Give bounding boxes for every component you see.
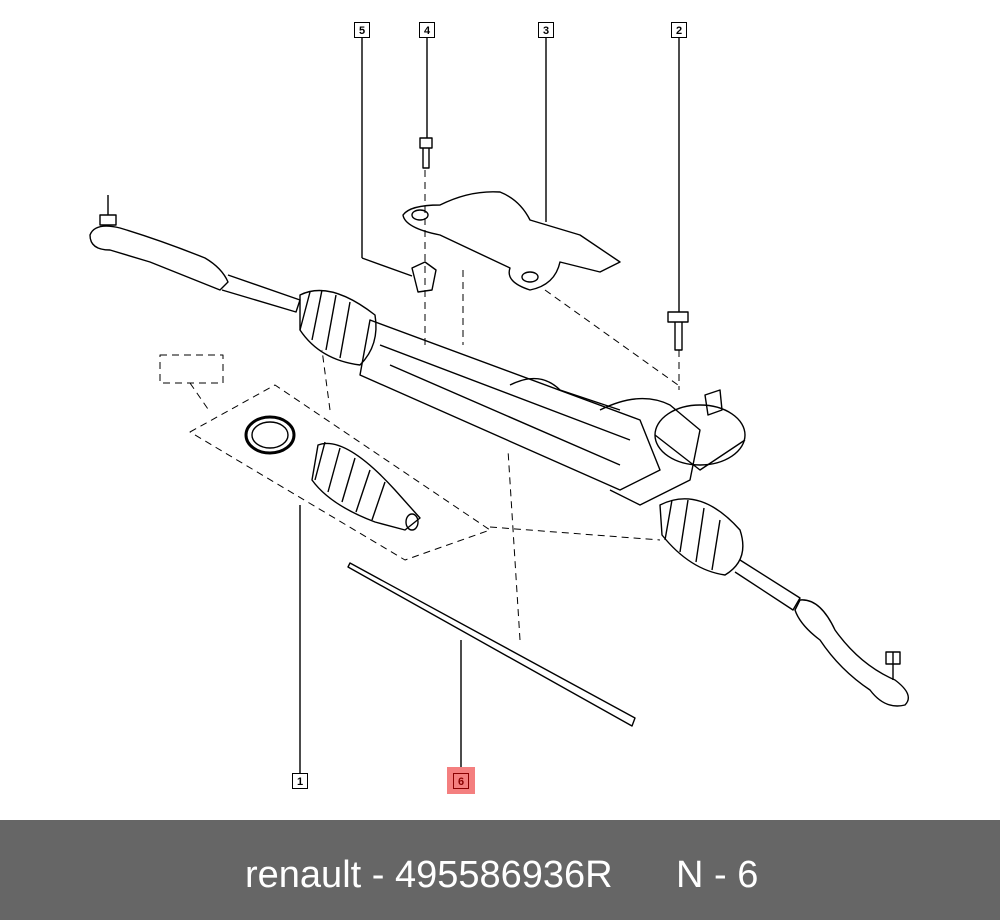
- part-info-footer: renault - 495586936R N - 6: [0, 820, 1000, 920]
- steering-rack-exploded-diagram: [89, 38, 909, 773]
- rack-housing: [359, 319, 746, 506]
- callout-2[interactable]: 2: [671, 22, 687, 38]
- right-boot: [659, 498, 744, 576]
- leader-lines: [299, 38, 680, 773]
- right-tie-rod-end: [734, 559, 909, 707]
- boot-kit-bellows: [311, 441, 421, 531]
- bolt-4: [419, 137, 433, 169]
- rack-rod: [347, 562, 636, 727]
- selected-part-highlight: [447, 767, 475, 794]
- nut-5: [411, 261, 437, 293]
- left-boot: [299, 289, 377, 366]
- callout-1[interactable]: 1: [292, 773, 308, 789]
- callout-5[interactable]: 5: [354, 22, 370, 38]
- callout-6-selected[interactable]: 6: [453, 773, 469, 789]
- callout-3[interactable]: 3: [538, 22, 554, 38]
- dashed-guides: [159, 170, 680, 641]
- mounting-bracket: [402, 191, 621, 291]
- position-label: N - 6: [676, 854, 759, 896]
- bolt-2: [667, 311, 689, 351]
- left-tie-rod-end: [89, 195, 301, 313]
- callout-4[interactable]: 4: [419, 22, 435, 38]
- boot-clamp: [244, 415, 296, 455]
- brand-part-number: renault - 495586936R: [245, 854, 613, 896]
